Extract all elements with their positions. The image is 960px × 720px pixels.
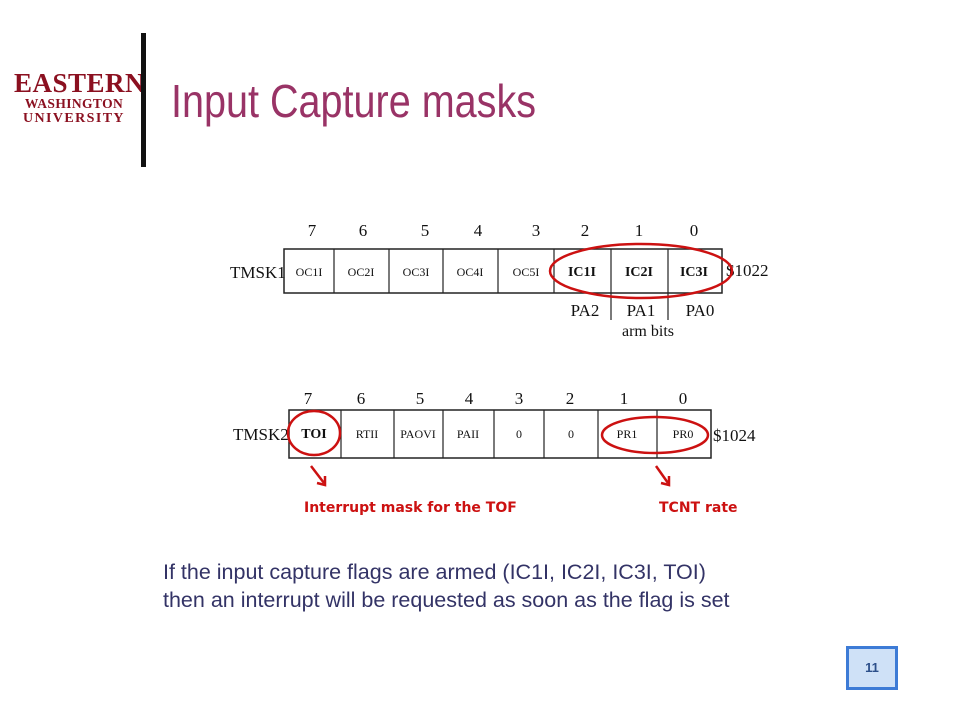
arm-bits-label: arm bits bbox=[622, 323, 674, 340]
page-number: 11 bbox=[846, 646, 898, 690]
tmsk1-cell-ic3i: IC3I bbox=[680, 265, 708, 280]
slide-title: Input Capture masks bbox=[171, 75, 537, 127]
toi-highlight bbox=[286, 409, 342, 457]
tmsk1-bit-1: 1 bbox=[635, 221, 644, 240]
tmsk2-cell-bit2: 0 bbox=[568, 427, 574, 441]
tmsk2-bit-0: 0 bbox=[679, 389, 688, 408]
tmsk2-cell-paii: PAII bbox=[457, 427, 479, 441]
title-divider bbox=[141, 33, 146, 167]
tmsk1-cell-ic2i: IC2I bbox=[625, 265, 653, 280]
pin-label-pa1: PA1 bbox=[627, 301, 656, 320]
tof-arrow-icon bbox=[310, 465, 327, 487]
pin-label-pa2: PA2 bbox=[571, 301, 600, 320]
tmsk1-register: TMSK1 7 6 5 4 3 2 1 0 OC1I OC2I OC3I OC4… bbox=[230, 221, 769, 340]
tmsk2-bit-4: 4 bbox=[465, 389, 474, 408]
tmsk1-label: TMSK1 bbox=[230, 263, 286, 282]
tmsk1-cell-oc4i: OC4I bbox=[457, 265, 484, 279]
tmsk1-bit-3: 3 bbox=[532, 221, 541, 240]
tmsk1-bit-7: 7 bbox=[308, 221, 317, 240]
tmsk2-cell-pr0: PR0 bbox=[673, 427, 694, 441]
pin-label-pa0: PA0 bbox=[686, 301, 715, 320]
arm-bits-highlight bbox=[548, 242, 734, 300]
tmsk2-cell-rtii: RTII bbox=[356, 427, 379, 441]
tmsk2-label: TMSK2 bbox=[233, 425, 289, 444]
tmsk2-cell-paovi: PAOVI bbox=[400, 427, 436, 441]
tmsk2-cell-pr1: PR1 bbox=[617, 427, 638, 441]
tmsk2-bit-1: 1 bbox=[620, 389, 629, 408]
rate-note: TCNT rate bbox=[659, 500, 738, 516]
tmsk1-bit-6: 6 bbox=[359, 221, 368, 240]
tmsk2-bit-2: 2 bbox=[566, 389, 575, 408]
tof-note: Interrupt mask for the TOF bbox=[304, 500, 517, 516]
tmsk1-cell-oc1i: OC1I bbox=[296, 265, 323, 279]
tmsk2-address: $1024 bbox=[713, 426, 756, 445]
tmsk1-bit-5: 5 bbox=[421, 221, 430, 240]
tmsk2-cell-bit3: 0 bbox=[516, 427, 522, 441]
tmsk1-box bbox=[283, 248, 723, 294]
tmsk2-bit-7: 7 bbox=[304, 389, 313, 408]
tmsk2-cell-toi: TOI bbox=[301, 427, 326, 442]
tmsk2-register: TMSK2 7 6 5 4 3 2 1 0 TOI RTII PAOVI PAI… bbox=[233, 389, 756, 459]
tmsk1-bit-2: 2 bbox=[581, 221, 590, 240]
rate-arrow-icon bbox=[654, 465, 671, 487]
body-line-2: then an interrupt will be requested as s… bbox=[163, 588, 730, 612]
tmsk1-cell-oc2i: OC2I bbox=[348, 265, 375, 279]
body-line-1: If the input capture flags are armed (IC… bbox=[163, 560, 706, 584]
body-text: If the input capture flags are armed (IC… bbox=[163, 558, 730, 614]
tmsk1-cell-oc3i: OC3I bbox=[403, 265, 430, 279]
tmsk2-bit-5: 5 bbox=[416, 389, 425, 408]
logo-line-2: WASHINGTON bbox=[24, 96, 124, 111]
tmsk2-bit-6: 6 bbox=[357, 389, 366, 408]
tmsk2-bit-3: 3 bbox=[515, 389, 524, 408]
tmsk1-address: $1022 bbox=[726, 261, 769, 280]
logo-line-1: EASTERN bbox=[14, 68, 146, 98]
tmsk1-cell-oc5i: OC5I bbox=[513, 265, 540, 279]
tmsk1-cell-ic1i: IC1I bbox=[568, 265, 596, 280]
prescaler-highlight bbox=[600, 415, 710, 455]
tmsk1-bit-4: 4 bbox=[474, 221, 483, 240]
logo-line-3: UNIVERSITY bbox=[23, 111, 125, 126]
tmsk1-bit-0: 0 bbox=[690, 221, 699, 240]
university-logo: EASTERN WASHINGTON UNIVERSITY bbox=[14, 68, 146, 127]
